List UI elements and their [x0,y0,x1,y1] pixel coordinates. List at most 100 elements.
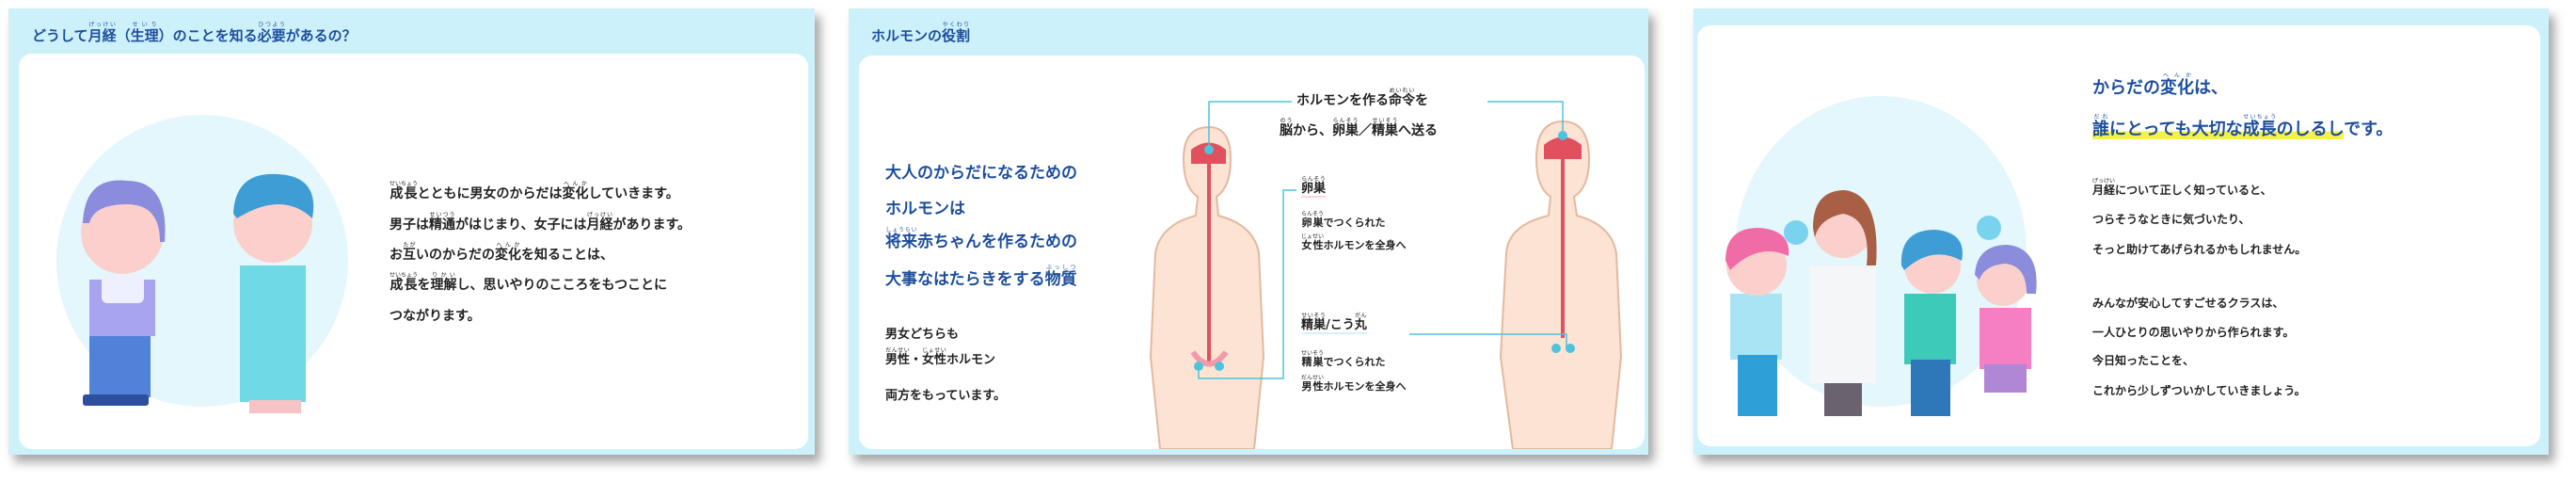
text-segment: ／ [1359,123,1372,138]
teacher-figure [1810,190,1877,416]
furigana: じょせい [922,347,947,354]
text-segment: ホルモンを全身へ [1323,380,1407,393]
slide-2-title: ホルモンの役割やくわり [871,22,970,45]
slide-2-panel: 大人のからだになるための ホルモンは 将来しょうらい赤ちゃんを作るための 大事な… [859,56,1645,449]
ruby-word: 女性じょせい [922,347,947,367]
ruby-word: 理解りかい [430,272,457,293]
text-segment: （ [116,27,131,44]
text-segment: について正しく知っていると、 [2115,184,2272,197]
brain-label: ホルモンを作る命令めいれいを [1296,88,1428,109]
ruby-word: 脳のう [1280,118,1293,138]
furigana: へんか [495,242,521,249]
ruby-word: 精通せいつう [429,212,455,233]
heading-line: 誰だれにとっても大切な成長せいちょうのしるしです。 [2092,114,2393,140]
text-segment: を知ることは、 [521,248,613,263]
ovary-desc: 卵巣らんそうでつくられた [1301,211,1386,230]
slide-1: どうして月経げっけい（生理せいり）のことを知る必要ひつようがあるの？ 成長せいち… [8,8,815,455]
furigana: だんせい [885,347,911,354]
body-line: そっと助けてあげられるかもしれません。 [2092,241,2306,257]
text-segment: みんなが安心してすごせるクラスは、 [2092,297,2284,310]
furigana: たが [403,242,416,249]
text-segment: へ送る [1398,123,1438,138]
furigana: りかい [430,272,457,279]
slide-3-panel: からだの変化へんかは、 誰だれにとっても大切な成長せいちょうのしるしです。 月経… [1697,25,2540,446]
text-segment: でつくられた [1323,217,1386,229]
slide-1-title: どうして月経げっけい（生理せいり）のことを知る必要ひつようがあるの？ [32,22,357,45]
furigana: げっけい [2092,178,2116,185]
body-line: つながります。 [390,306,481,325]
two-children-illustration [56,115,348,413]
text-segment: を [1415,93,1428,108]
lead-line: ホルモンは [885,195,965,218]
ruby-word: 命令めいれい [1389,88,1415,108]
slide-2: ホルモンの役割やくわり 大人のからだになるための ホルモンは 将来しょうらい赤ち… [849,8,1648,455]
text-segment: とともに男女のからだは [417,186,563,201]
ruby-word: 将来しょうらい [885,227,917,251]
text-segment: していきます。 [588,186,679,201]
furigana: ぶっしつ [1044,265,1077,271]
text-segment: ）のことを知る [158,27,258,44]
ruby-word: 成長せいちょう [390,181,419,201]
text-segment: ホルモンを作る [1296,93,1389,108]
furigana: しょうらい [885,227,917,233]
text-segment: です。 [2344,120,2393,139]
text-segment: /こう [1326,318,1355,332]
text-segment: ホルモンを全身へ [1323,239,1407,251]
testis-desc: 男性だんせいホルモンを全身へ [1301,375,1407,394]
text-segment: 両方をもっています。 [885,389,1007,403]
ruby-word: 月経げっけい [87,22,117,44]
body-line: 成長せいちょうを理解りかいし、思いやりのこころをもつことに [390,272,667,294]
hormone-diagram [1149,101,1623,449]
body-line: つらそうなときに気づいたり、 [2092,211,2250,227]
text-segment: からだの [2092,78,2160,98]
furigana: めいれい [1389,88,1415,94]
text-segment: でつくられた [1323,356,1386,368]
furigana: せいちょう [390,181,419,187]
note-line: 男性だんせい・女性じょせいホルモン [885,347,995,367]
text-segment: から、 [1293,123,1332,138]
furigana: らんそう [1301,176,1327,183]
body-line: お互たがいのからだの変化へんかを知ることは、 [390,242,613,264]
ruby-word: 役割やくわり [942,22,971,44]
text-segment: 男子は [390,217,429,233]
text-segment: があります。 [612,217,692,233]
furigana: せいそう [1301,313,1327,319]
furigana: がん [1354,313,1367,319]
furigana: じょせい [1301,233,1325,240]
text-segment: これから少しずついかしていきましょう。 [2092,384,2306,397]
text-segment: お [390,248,403,263]
ruby-word: 変化へんか [495,242,521,263]
ruby-word: 女性じょせい [1301,233,1325,251]
exclamation-bubble-icon [1784,220,1808,245]
ruby-word: 精巣せいそう [1301,313,1327,332]
body-line: 成長せいちょうとともに男女のからだは変化へんかしていきます。 [390,181,679,202]
lead-line: 将来しょうらい赤ちゃんを作るための [885,227,1077,251]
furigana: せいつう [429,212,455,218]
slide-3: からだの変化へんかは、 誰だれにとっても大切な成長せいちょうのしるしです。 月経… [1693,8,2549,455]
text-segment: がはじまり、女子には [455,217,587,233]
furigana: らんそう [1332,118,1359,124]
ruby-word: 月経げっけい [2092,178,2116,197]
body-line: 男子は精通せいつうがはじまり、女子には月経げっけいがあります。 [390,212,691,233]
ruby-word: 互たが [403,242,416,263]
student-blue-hair [1900,230,1963,416]
connector-lines [1198,101,1567,379]
furigana: ひつよう [257,22,286,28]
text-segment: どうして [32,27,88,44]
body-line: みんなが安心してすごせるクラスは、 [2092,295,2283,311]
furigana: げっけい [87,22,117,28]
highlighted-phrase: 誰だれにとっても大切な成長せいちょうのしるし [2092,114,2345,139]
ruby-word: 生理せいり [130,22,159,44]
teacher-and-students-illustration [1725,96,2037,416]
text-segment: そっと助けてあげられるかもしれません。 [2092,243,2307,256]
ruby-word: 男性だんせい [1301,375,1325,393]
ovary-label: 卵巣らんそう [1301,176,1327,198]
female-body-figure [1149,125,1265,449]
ruby-word: 卵巣らんそう [1301,211,1325,229]
body-line: 月経げっけいについて正しく知っていると、 [2092,178,2272,198]
note-line: 両方をもっています。 [885,385,1006,403]
furigana: げっけい [586,212,613,218]
furigana: だれ [2092,114,2109,120]
slide-1-panel: 成長せいちょうとともに男女のからだは変化へんかしていきます。 男子は精通せいつう… [19,54,808,449]
furigana: らんそう [1301,211,1325,217]
